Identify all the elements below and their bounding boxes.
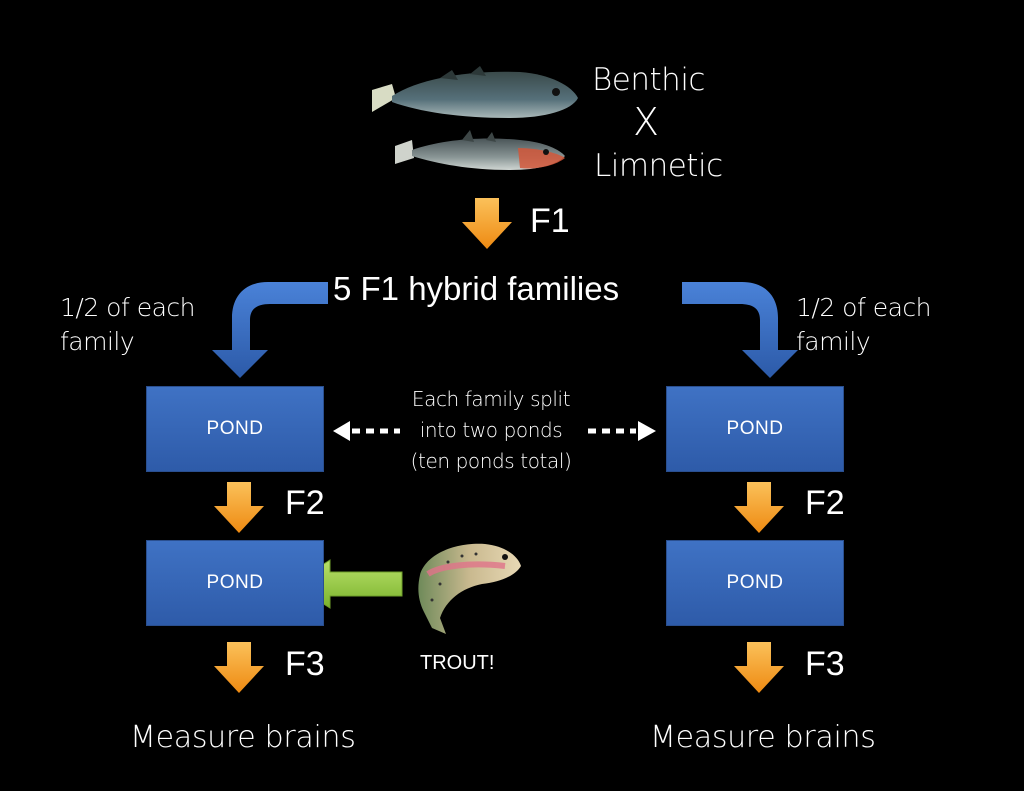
orange-down-arrow-f3-left <box>214 642 264 693</box>
trout-label: TROUT! <box>420 652 495 674</box>
limnetic-label: Limnetic <box>594 148 723 184</box>
benthic-label: Benthic <box>592 62 705 98</box>
blue-curved-arrow-right <box>682 282 798 378</box>
orange-down-arrow-f1 <box>462 198 512 249</box>
split-explanation: Each family split into two ponds (ten po… <box>410 387 572 473</box>
benthic-fish-icon <box>372 66 578 118</box>
f2-left-label: F2 <box>285 484 325 522</box>
dashed-arrow-left <box>333 421 400 441</box>
f2-right-label: F2 <box>805 484 845 522</box>
f1-label: F1 <box>530 202 570 240</box>
half-family-right-label: 1/2 of each family <box>796 293 932 356</box>
f3-left-label: F3 <box>285 645 325 683</box>
blue-curved-arrow-left <box>212 282 328 378</box>
pond-top-right: POND <box>666 386 844 472</box>
trout-icon <box>418 543 521 634</box>
orange-down-arrow-f2-left <box>214 482 264 533</box>
half-family-left-label: 1/2 of each family <box>60 293 196 356</box>
pond-top-left: POND <box>146 386 324 472</box>
measure-brains-right: Measure brains <box>650 720 876 755</box>
orange-down-arrow-f3-right <box>734 642 784 693</box>
measure-brains-left: Measure brains <box>130 720 356 755</box>
dashed-arrow-right <box>588 421 656 441</box>
cross-symbol: X <box>633 100 660 144</box>
hybrid-families-label: 5 F1 hybrid families <box>333 270 620 307</box>
pond-bottom-right: POND <box>666 540 844 626</box>
pond-bottom-left: POND <box>146 540 324 626</box>
orange-down-arrow-f2-right <box>734 482 784 533</box>
f3-right-label: F3 <box>805 645 845 683</box>
limnetic-fish-icon <box>395 130 565 170</box>
